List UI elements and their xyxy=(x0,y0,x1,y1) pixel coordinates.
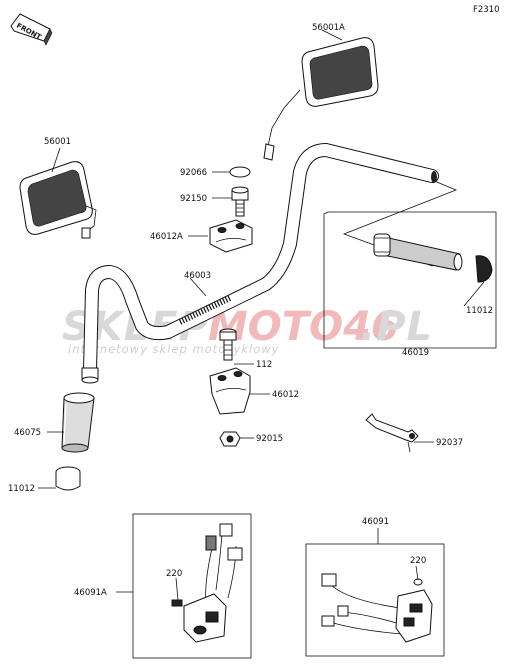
label-112: 112 xyxy=(256,360,272,370)
mirror-left xyxy=(19,161,97,239)
label-11012-right: 11012 xyxy=(466,306,493,316)
switch-box-right xyxy=(305,543,445,657)
holder-46012A xyxy=(209,219,253,253)
label-56001: 56001 xyxy=(44,137,71,147)
label-56001A: 56001A xyxy=(312,23,345,33)
label-46091A: 46091A xyxy=(74,588,107,598)
label-220-left: 220 xyxy=(166,569,182,579)
label-46091: 46091 xyxy=(362,517,389,527)
switch-box-left xyxy=(132,513,252,659)
label-46012A: 46012A xyxy=(150,232,183,242)
end-weight-left xyxy=(55,466,81,491)
label-92015: 92015 xyxy=(256,434,283,444)
watermark-brand-part3: .PL xyxy=(360,304,433,350)
cap-92066 xyxy=(229,166,251,178)
bolt-112 xyxy=(219,328,237,361)
wrench-92037 xyxy=(365,413,419,453)
label-46019: 46019 xyxy=(402,348,429,358)
watermark-tagline: internetowy sklep motocyklowy xyxy=(68,342,279,356)
watermark-brand-part2: MOTO46 xyxy=(208,304,399,350)
leader-lines xyxy=(38,29,485,601)
label-92150: 92150 xyxy=(180,194,207,204)
diagram-code: F2310 xyxy=(473,5,500,15)
label-92066: 92066 xyxy=(180,168,207,178)
grip-left xyxy=(61,392,95,453)
label-46003: 46003 xyxy=(184,271,211,281)
label-46075: 46075 xyxy=(14,428,41,438)
nut-92015 xyxy=(219,431,241,447)
label-11012-left: 11012 xyxy=(8,484,35,494)
label-92037: 92037 xyxy=(436,438,463,448)
handlebar xyxy=(81,142,439,384)
bolt-92150 xyxy=(231,186,249,217)
label-220-right: 220 xyxy=(410,556,426,566)
right-grip-panel xyxy=(323,179,497,349)
label-46012: 46012 xyxy=(272,390,299,400)
front-arrow-icon: FRONT xyxy=(10,13,53,46)
holder-46012 xyxy=(209,367,251,415)
mirror-right xyxy=(263,37,379,161)
